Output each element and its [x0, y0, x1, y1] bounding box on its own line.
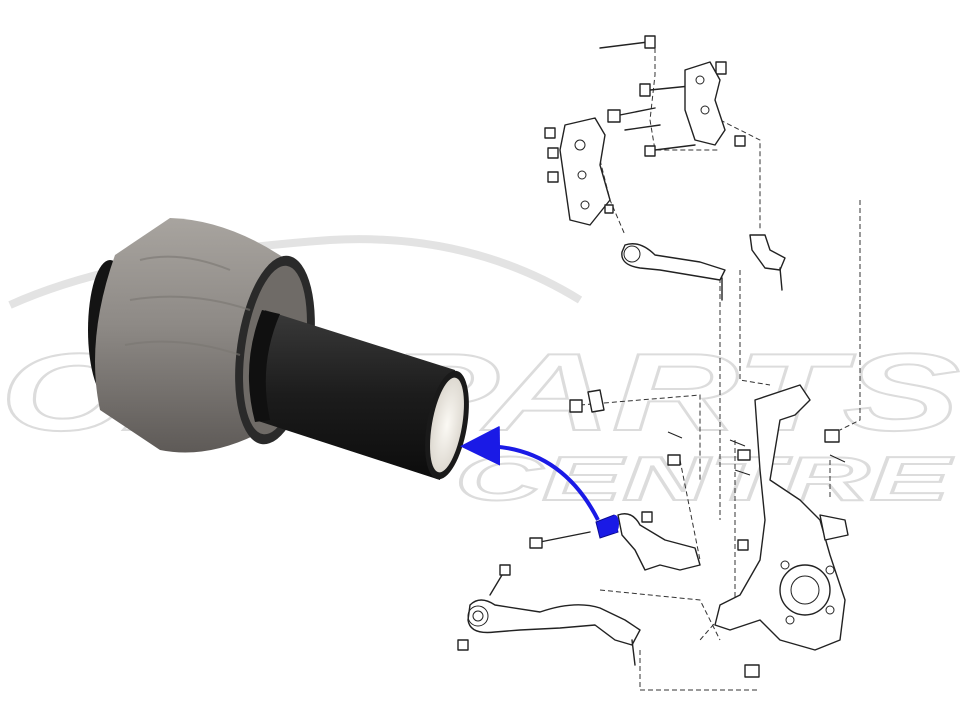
lower-rear-arm	[617, 513, 701, 571]
lower-control-arm	[467, 599, 641, 646]
watermark-swoosh	[8, 235, 583, 309]
upper-bolts	[599, 35, 746, 157]
bushing-photo	[88, 218, 469, 480]
upper-bracket-left	[559, 117, 611, 226]
upper-control-arm	[621, 243, 726, 281]
curved-arrow-icon	[460, 425, 600, 521]
upper-bracket-right	[684, 61, 726, 146]
suspension-exploded-diagram	[457, 35, 861, 691]
